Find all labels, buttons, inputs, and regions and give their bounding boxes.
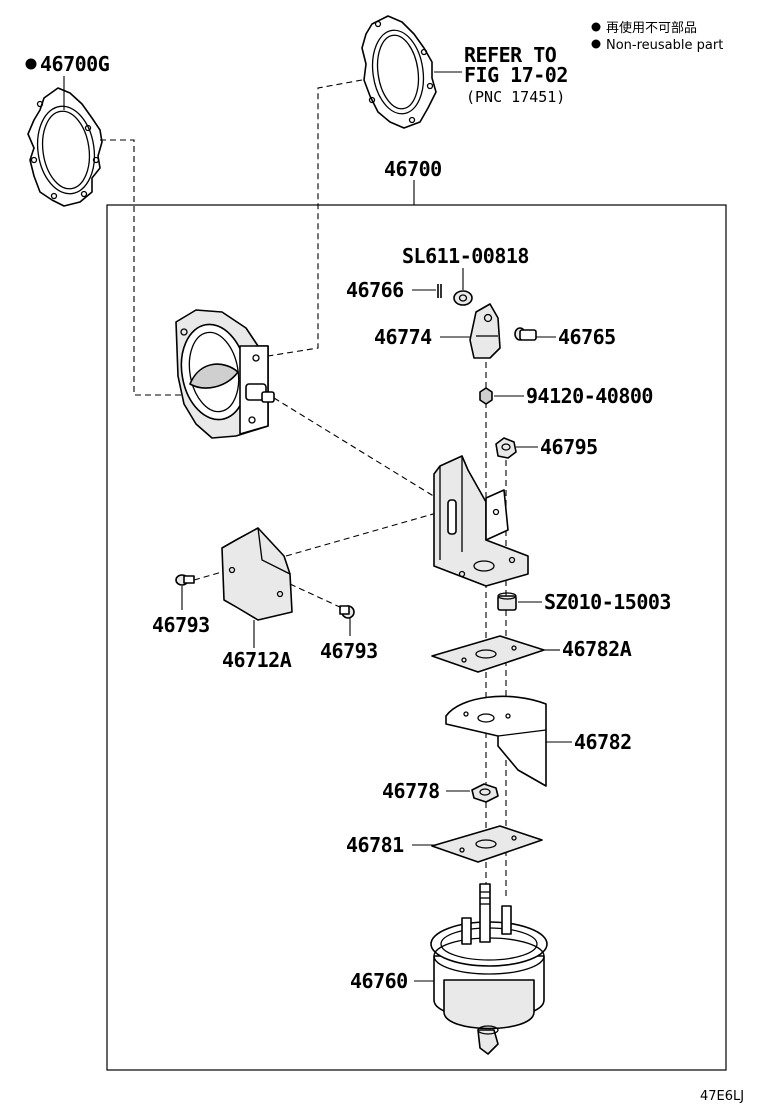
legend-text-jp: 再使用不可部品: [606, 20, 697, 36]
label-46778: 46778: [382, 779, 440, 803]
label-46793-right: 46793: [320, 639, 378, 663]
diagram-id: 47E6LJ: [700, 1089, 744, 1104]
actuator-bracket: [433, 455, 529, 587]
screw-46793-right: [339, 605, 355, 619]
screw-46793-left: [175, 574, 195, 586]
reference-gasket: [361, 15, 437, 129]
link-46774: [469, 303, 501, 359]
collar-sz010: [497, 592, 517, 611]
label-46766: 46766: [346, 278, 404, 302]
label-94120: 94120-40800: [526, 384, 653, 408]
dash-screw-left: [193, 571, 223, 581]
throttle-body: [175, 309, 275, 439]
washer-sl611: [453, 290, 473, 306]
refer-line-2: FIG 17-02: [464, 63, 568, 87]
label-46712a: 46712A: [222, 648, 292, 672]
label-46765: 46765: [558, 325, 616, 349]
legend-bullet-1: [591, 22, 601, 32]
nut-46795: [495, 437, 517, 459]
plate-46782a: [431, 635, 545, 673]
refer-line-1: REFER TO: [464, 43, 557, 67]
gasket-46700g: [27, 87, 103, 207]
label-46781: 46781: [346, 833, 404, 857]
gasket-nonreusable-bullet: [25, 58, 37, 70]
shaft-cover-46712a: [221, 527, 293, 621]
dash-cover-bracket: [285, 511, 441, 557]
washer-46778: [471, 783, 499, 803]
dash-gasket-left: [100, 139, 185, 396]
actuator-46760: [430, 883, 548, 1055]
label-46700: 46700: [384, 157, 442, 181]
pin-46765: [514, 327, 537, 341]
refer-line-3: (PNC 17451): [466, 88, 565, 106]
label-sz010: SZ010-15003: [544, 590, 671, 614]
dash-screw-right: [289, 583, 343, 609]
pin-46766: [437, 284, 442, 298]
dash-throttle-bracket: [273, 397, 441, 501]
label-46782: 46782: [574, 730, 632, 754]
assembly-frame: [106, 204, 727, 1071]
label-46700g: 46700G: [40, 52, 110, 76]
label-46795: 46795: [540, 435, 598, 459]
legend-text-en: Non-reusable part: [606, 38, 723, 53]
label-46774: 46774: [374, 325, 432, 349]
nut-94120: [479, 387, 493, 405]
label-46793-left: 46793: [152, 613, 210, 637]
heat-shield-46782: [445, 695, 547, 787]
label-46760: 46760: [350, 969, 408, 993]
gasket-46781: [431, 825, 543, 863]
legend-bullet-2: [591, 39, 601, 49]
label-46782a: 46782A: [562, 637, 632, 661]
legend: 再使用不可部品 Non-reusable part: [591, 20, 723, 53]
label-sl611: SL611-00818: [402, 244, 529, 268]
dash-gasket-ref: [267, 79, 363, 357]
